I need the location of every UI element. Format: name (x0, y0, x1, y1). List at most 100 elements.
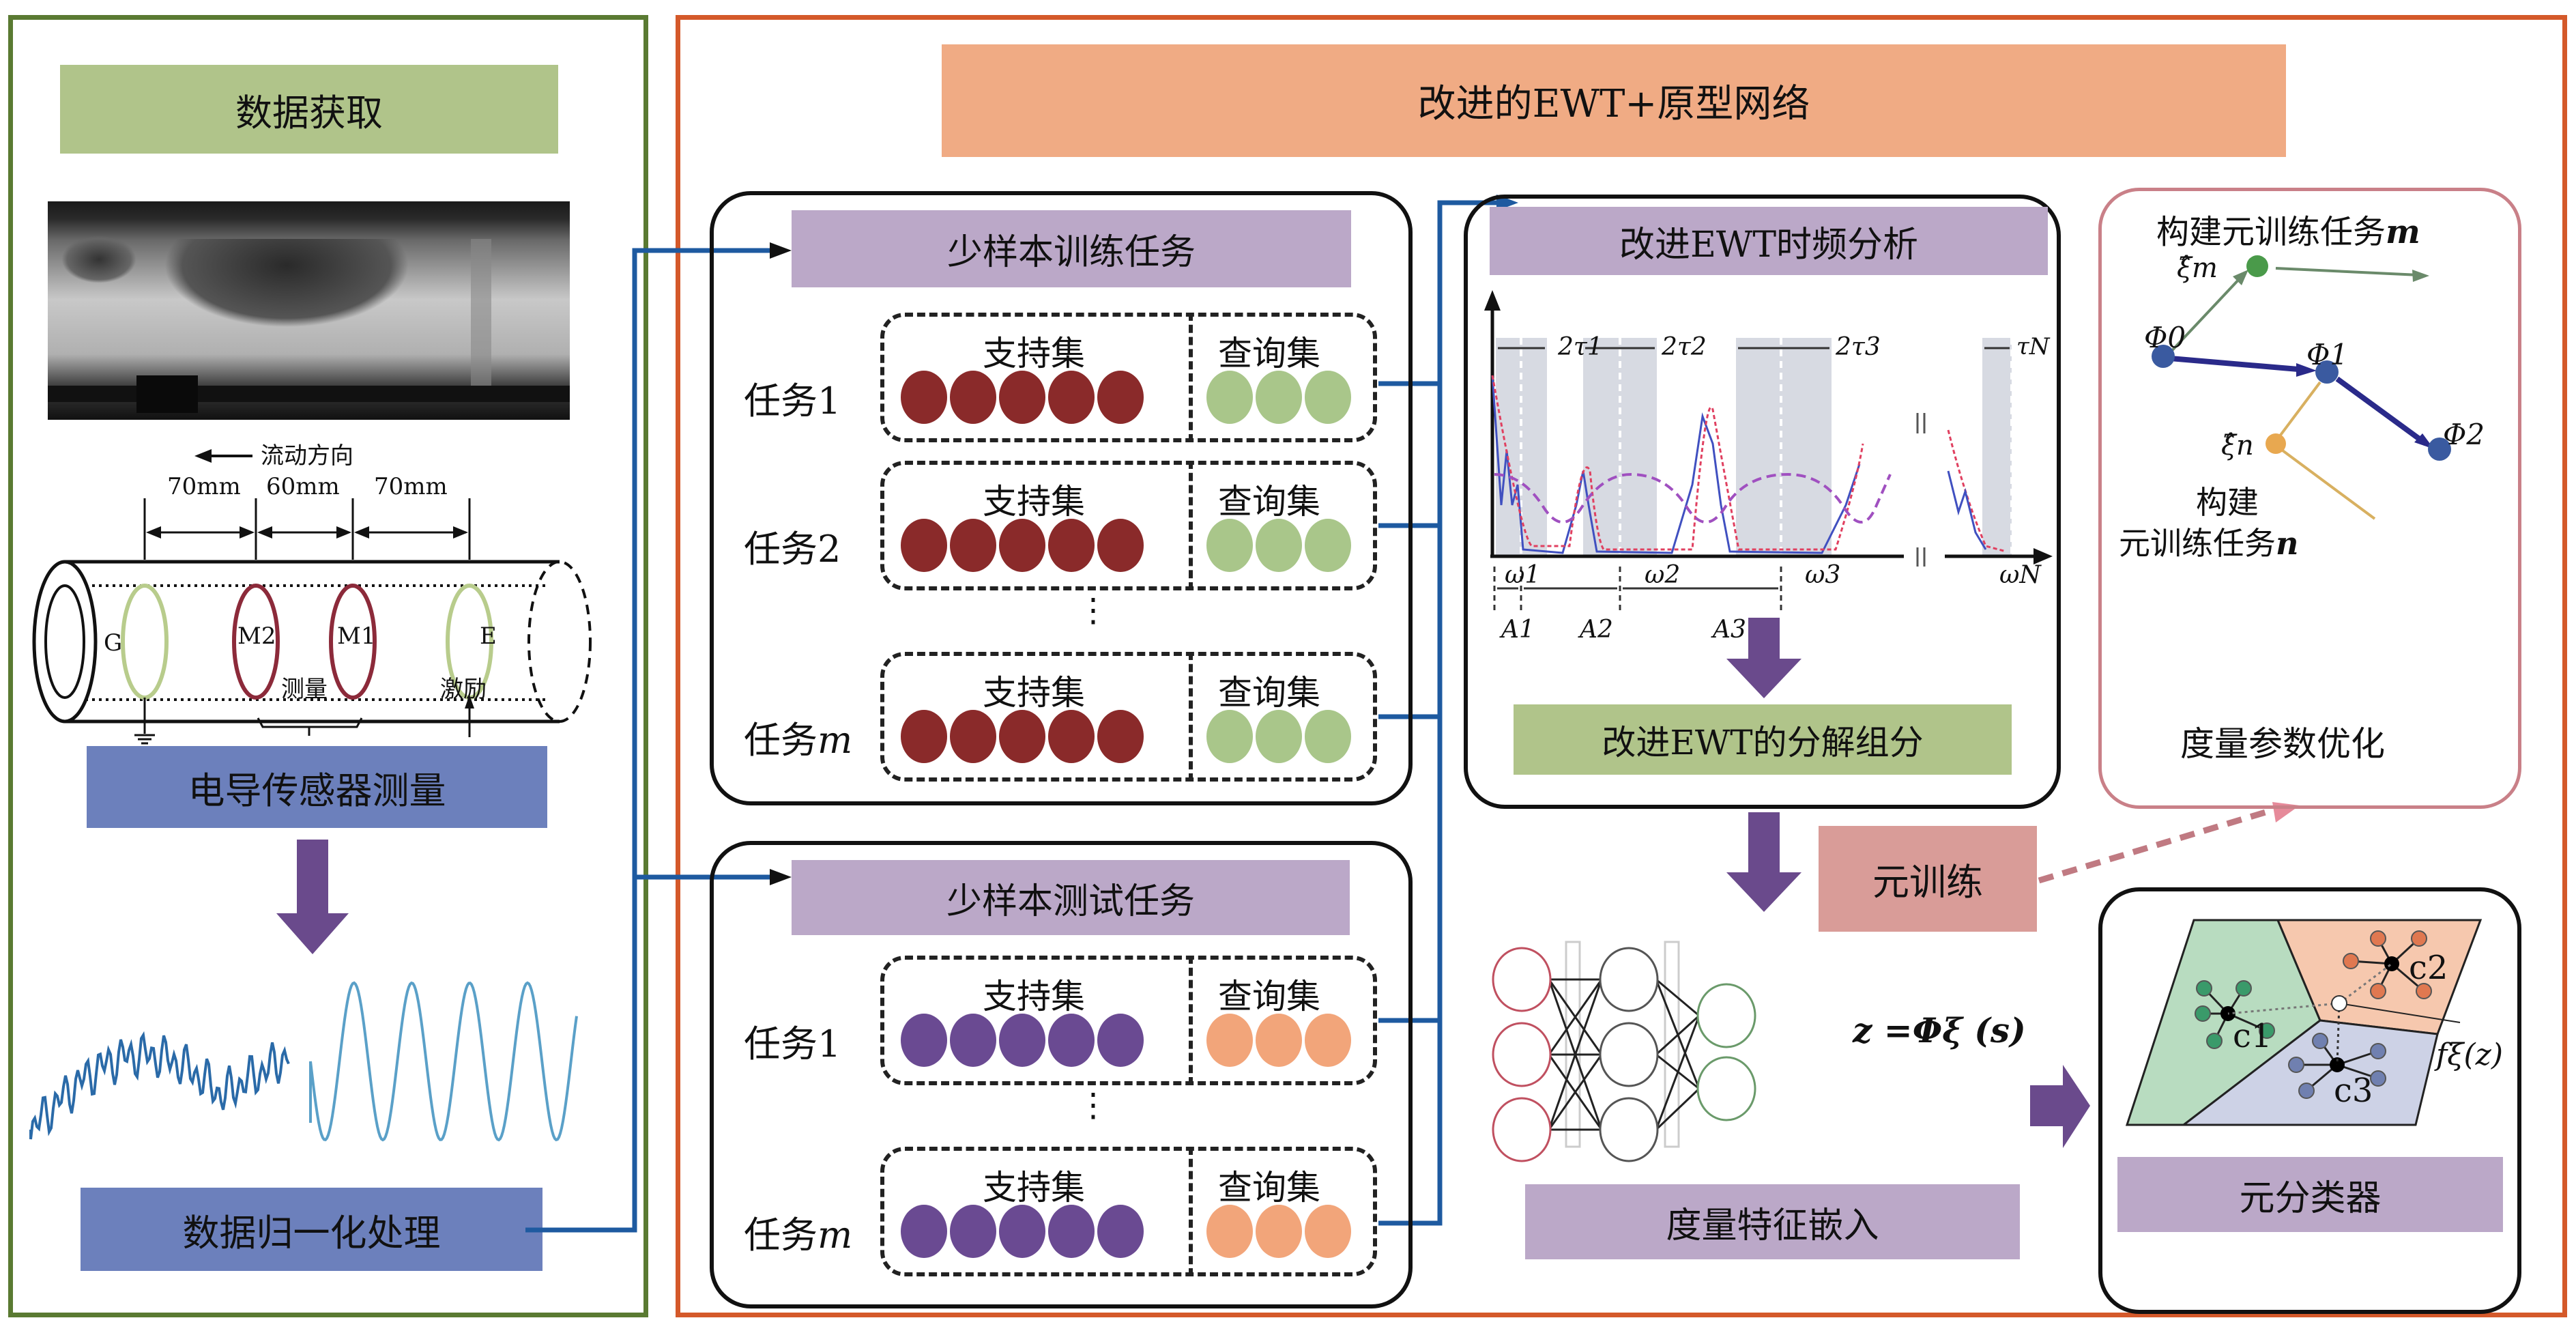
query-sample (1305, 519, 1351, 572)
electrode-m2-ring (232, 584, 280, 700)
centroid-c1-label: c1 (2233, 1017, 2272, 1055)
support-sample (1048, 1014, 1095, 1067)
query-embedding-point (2331, 995, 2347, 1012)
meta-task-n-line1: 构建 (2196, 484, 2259, 521)
support-sample (901, 519, 947, 572)
layer-separator (1565, 941, 1581, 1148)
pipe-body (32, 560, 592, 724)
tau-label-n: τN (2016, 333, 2050, 360)
excite-label: 激励 (440, 676, 487, 703)
support-embedding-point (2411, 930, 2427, 947)
support-sample (1048, 371, 1095, 424)
support-sample (950, 519, 996, 572)
ewt-title: 改进EWT时频分析 (1490, 207, 2048, 275)
embedding-formula: z =Φξ (s) (1853, 1010, 2026, 1050)
support-set-label: 支持集 (983, 673, 1085, 713)
xi-m-label: ξ̂m (2177, 253, 2218, 284)
query-set-label: 查询集 (1218, 1168, 1320, 1207)
test-task-set-2 (880, 1147, 1377, 1276)
set-divider (1189, 652, 1193, 782)
xi-n-node (2266, 433, 2286, 454)
ewt-title-text: 改进EWT时频分析 (1619, 224, 1919, 266)
support-sample (950, 710, 996, 763)
query-sample (1305, 1205, 1351, 1258)
classifier-container (2098, 887, 2521, 1314)
support-sample (1097, 519, 1144, 572)
set-divider (1189, 1147, 1193, 1276)
phi2-node (2428, 438, 2451, 461)
conductance-sensor-diagram (32, 449, 592, 745)
function-pointer-line (2339, 1003, 2461, 1023)
support-set-label: 支持集 (983, 334, 1085, 373)
input-neuron (1492, 947, 1552, 1012)
phi1-node (2315, 360, 2339, 384)
output-neuron (1696, 983, 1756, 1048)
support-sample (901, 710, 947, 763)
electrode-m1-label: M1 (337, 622, 376, 650)
data-acquisition-title: 数据获取 (60, 65, 558, 154)
segment-label-a1: A1 (1501, 616, 1535, 644)
classifier-label-box: 元分类器 (2117, 1157, 2503, 1232)
transition-band-3 (1736, 338, 1832, 556)
nn-edge (1655, 1014, 1701, 1056)
meta-train-dashed-arrow (2038, 809, 2267, 884)
hidden-neuron (1599, 947, 1659, 1012)
test-task-set-1 (880, 956, 1377, 1085)
flow-direction-label: 流动方向 (261, 442, 353, 470)
spectrum-curve (1491, 375, 1861, 554)
y-axis-arrow (1484, 290, 1501, 311)
centroid-c3-label: c3 (2334, 1072, 2373, 1110)
support-embedding-point (2370, 1070, 2386, 1087)
nn-edge (1655, 1015, 1701, 1130)
xi-m-node (2246, 255, 2268, 277)
train-task-label: 任务1 (744, 380, 841, 423)
omega-label-1: ω1 (1505, 561, 1541, 589)
meta-task-m-label: 构建元训练任务m (2156, 213, 2420, 251)
support-sample (1097, 371, 1144, 424)
arrowhead-test (770, 869, 792, 885)
support-sample (901, 371, 947, 424)
query-set-label: 查询集 (1218, 977, 1320, 1016)
x-axis-arrow (2034, 548, 2053, 564)
query-sample (1206, 371, 1253, 424)
support-sample (1048, 710, 1095, 763)
support-sample (1048, 519, 1095, 572)
train-tasks-container (710, 191, 1413, 805)
flow-arrow-head (194, 449, 212, 463)
support-set-label: 支持集 (983, 1168, 1085, 1207)
test-task-label: 任务1 (744, 1022, 841, 1065)
ewt-spectrum-plot (1484, 290, 2053, 614)
support-sample (1097, 710, 1144, 763)
classifier-label-text: 元分类器 (2239, 1177, 2382, 1219)
oscillating-signal-trace (309, 981, 578, 1142)
query-distance-line (2227, 1002, 2340, 1015)
main-title: 改进的EWT+原型网络 (942, 44, 2286, 157)
query-sample (1305, 371, 1351, 424)
query-set-label: 查询集 (1218, 334, 1320, 373)
support-embedding-point (2206, 1033, 2223, 1049)
query-sample (1256, 1014, 1302, 1067)
meta-optimization-graph (2152, 255, 2451, 520)
noisy-signal-trace (29, 1031, 290, 1140)
support-sample (901, 1205, 947, 1258)
train-task-set-3 (880, 652, 1377, 782)
phi0-node (2152, 345, 2175, 368)
electrode-e-label: E (480, 622, 497, 650)
ewt-prototype-panel (676, 15, 2567, 1317)
support-embedding-point (2298, 1083, 2315, 1099)
support-sample (999, 710, 1045, 763)
sensor-measurement-step: 电导传感器测量 (87, 746, 547, 828)
phi1-label: Φ1 (2306, 338, 2349, 371)
support-embedding-point (2196, 980, 2212, 997)
dimension-lines (143, 498, 471, 560)
support-embedding-point (2312, 1033, 2328, 1049)
support-sample (999, 1014, 1045, 1067)
test-tasks-title: 少样本测试任务 (792, 860, 1350, 935)
tau-label-3: 2τ3 (1836, 333, 1881, 361)
gas-slug-shape (164, 239, 409, 328)
prototype-centroid-2 (2384, 956, 2399, 971)
query-sample (1206, 519, 1253, 572)
set-divider (1189, 956, 1193, 1085)
electrode-m2-label: M2 (237, 622, 276, 650)
signal-waveform (29, 981, 578, 1142)
